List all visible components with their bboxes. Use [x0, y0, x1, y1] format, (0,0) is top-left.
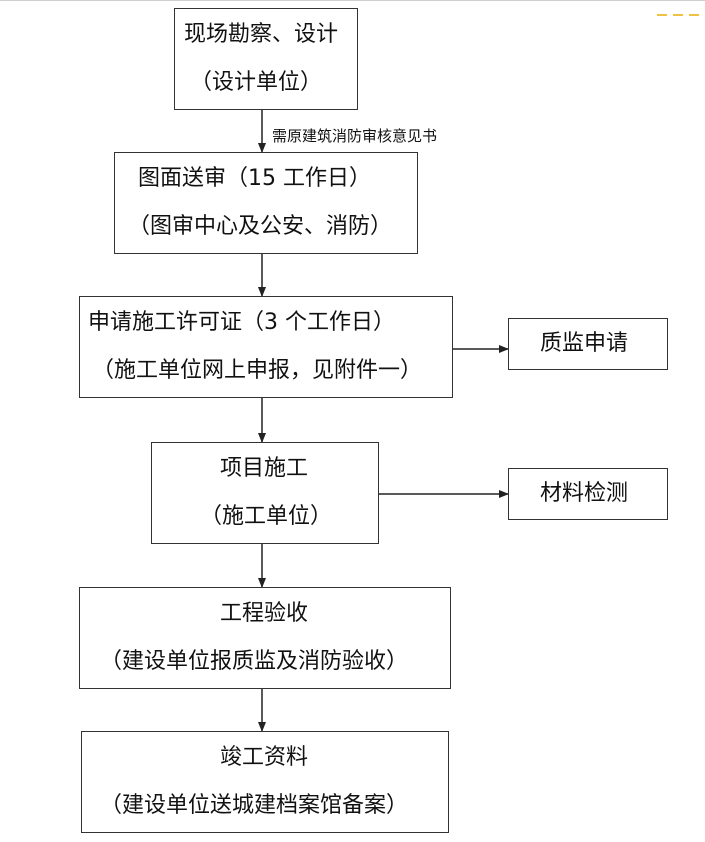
step-project-acceptance-unit: （建设单位报质监及消防验收） [100, 649, 409, 674]
step-construction-permit-unit: （施工单位网上申报，见附件一） [92, 358, 423, 383]
step-survey-design-title: 现场勘察、设计 [184, 22, 339, 47]
step-completion-documents [81, 731, 449, 833]
step-project-construction [151, 442, 379, 544]
top-edge-line [0, 0, 705, 1]
side-step-quality-application [508, 318, 668, 370]
edge-label-fire-review: 需原建筑消防审核意见书 [272, 127, 438, 145]
step-project-acceptance [79, 587, 451, 689]
step-drawing-review [114, 152, 418, 254]
step-project-construction-title: 项目施工 [220, 456, 309, 481]
step-completion-documents-title: 竣工资料 [220, 745, 309, 770]
side-step-material-testing-label: 材料检测 [540, 481, 629, 506]
step-project-construction-unit: （施工单位） [200, 504, 333, 529]
side-step-quality-application-label: 质监申请 [540, 331, 629, 356]
step-completion-documents-unit: （建设单位送城建档案馆备案） [100, 793, 409, 818]
step-survey-design-unit: （设计单位） [190, 70, 323, 95]
step-drawing-review-title: 图面送审（15 工作日） [138, 166, 371, 191]
corner-marker [651, 1, 699, 16]
step-construction-permit [79, 296, 453, 398]
step-drawing-review-unit: （图审中心及公安、消防） [128, 214, 393, 239]
step-construction-permit-title: 申请施工许可证（3 个工作日） [88, 310, 395, 335]
side-step-material-testing [508, 468, 668, 520]
step-survey-design [174, 8, 358, 110]
step-project-acceptance-title: 工程验收 [220, 601, 309, 626]
